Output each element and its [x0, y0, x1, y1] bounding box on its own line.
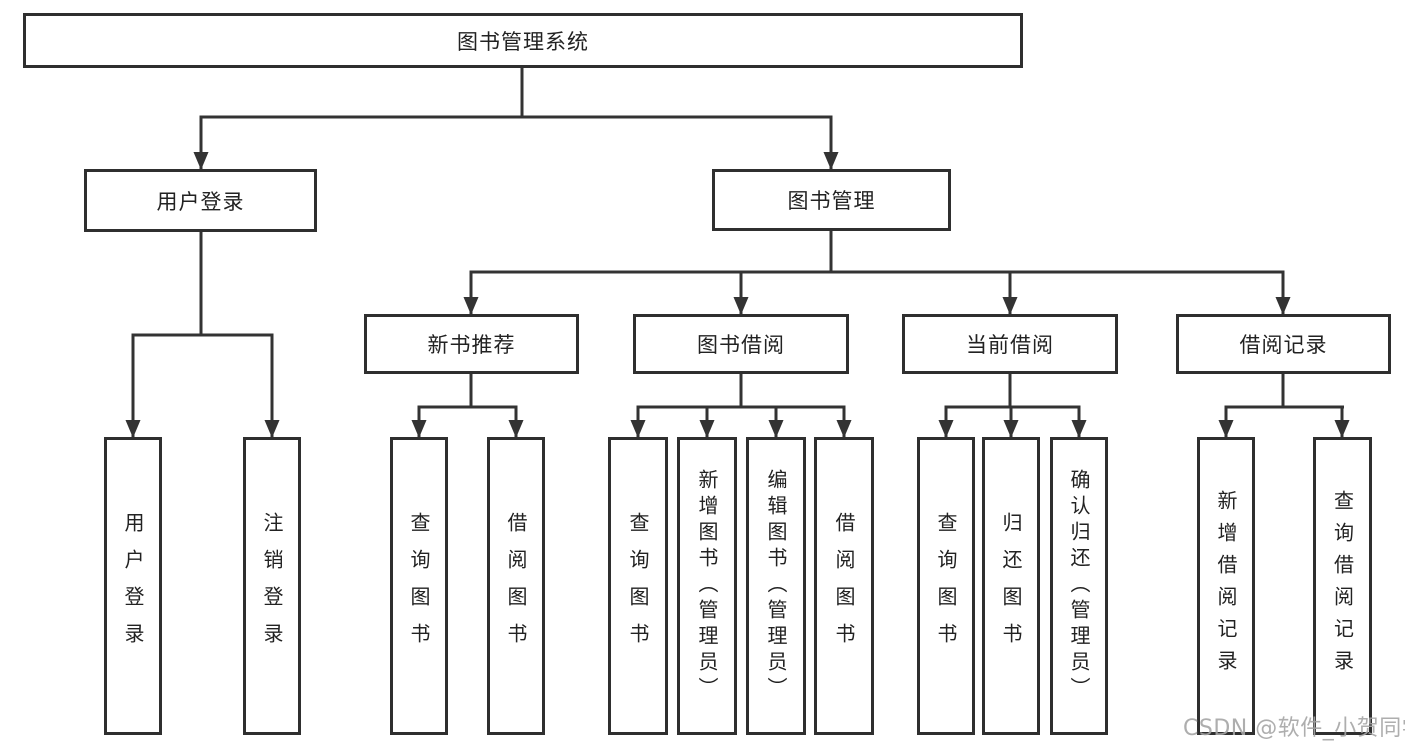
leaf-confirm-return-admin: 确认归还（管理员） [1050, 437, 1108, 735]
leaf-query-borrow-record: 查询借阅记录 [1313, 437, 1372, 735]
node-new-book-recommend-label: 新书推荐 [427, 333, 516, 357]
leaf-edit-books-admin-label: 编辑图书（管理员） [764, 469, 788, 703]
leaf-borrow-books: 借阅图书 [814, 437, 874, 735]
node-borrowing-records-label: 借阅记录 [1239, 333, 1328, 357]
leaf-user-login-label: 用户登录 [121, 512, 145, 660]
leaf-edit-books-admin: 编辑图书（管理员） [746, 437, 806, 735]
node-root-label: 图书管理系统 [457, 29, 589, 54]
leaf-borrow-books-label: 借阅图书 [832, 512, 856, 660]
leaf-logout: 注销登录 [243, 437, 301, 735]
leaf-query-books-current-label: 查询图书 [934, 512, 958, 660]
node-book-management: 图书管理 [712, 169, 951, 231]
leaf-confirm-return-admin-label: 确认归还（管理员） [1067, 469, 1091, 703]
node-book-borrowing-label: 图书借阅 [697, 333, 785, 357]
node-new-book-recommend: 新书推荐 [364, 314, 579, 374]
leaf-add-books-admin-label: 新增图书（管理员） [695, 469, 719, 703]
leaf-query-books-borrowing-label: 查询图书 [626, 512, 650, 660]
node-current-borrowing-label: 当前借阅 [966, 333, 1054, 357]
csdn-watermark: CSDN @软件_小贺同学 [1183, 716, 1405, 741]
leaf-return-books: 归还图书 [982, 437, 1040, 735]
leaf-add-borrow-record-label: 新增借阅记录 [1214, 490, 1238, 682]
leaf-add-borrow-record: 新增借阅记录 [1197, 437, 1255, 735]
node-root-system: 图书管理系统 [23, 13, 1023, 68]
leaf-add-books-admin: 新增图书（管理员） [677, 437, 737, 735]
node-user-login-label: 用户登录 [156, 189, 245, 214]
leaf-return-books-label: 归还图书 [999, 512, 1023, 660]
leaf-query-books-current: 查询图书 [917, 437, 975, 735]
leaf-query-books-borrowing: 查询图书 [608, 437, 668, 735]
leaf-query-books-recommend-label: 查询图书 [407, 512, 431, 660]
leaf-query-borrow-record-label: 查询借阅记录 [1330, 490, 1355, 682]
node-book-borrowing: 图书借阅 [633, 314, 849, 374]
node-current-borrowing: 当前借阅 [902, 314, 1118, 374]
leaf-user-login: 用户登录 [104, 437, 162, 735]
leaf-query-books-recommend: 查询图书 [390, 437, 448, 735]
node-user-login: 用户登录 [84, 169, 317, 232]
node-book-management-label: 图书管理 [787, 189, 876, 213]
leaf-borrow-books-recommend: 借阅图书 [487, 437, 545, 735]
node-borrowing-records: 借阅记录 [1176, 314, 1391, 374]
leaf-borrow-books-recommend-label: 借阅图书 [504, 512, 528, 660]
leaf-logout-label: 注销登录 [260, 512, 284, 660]
